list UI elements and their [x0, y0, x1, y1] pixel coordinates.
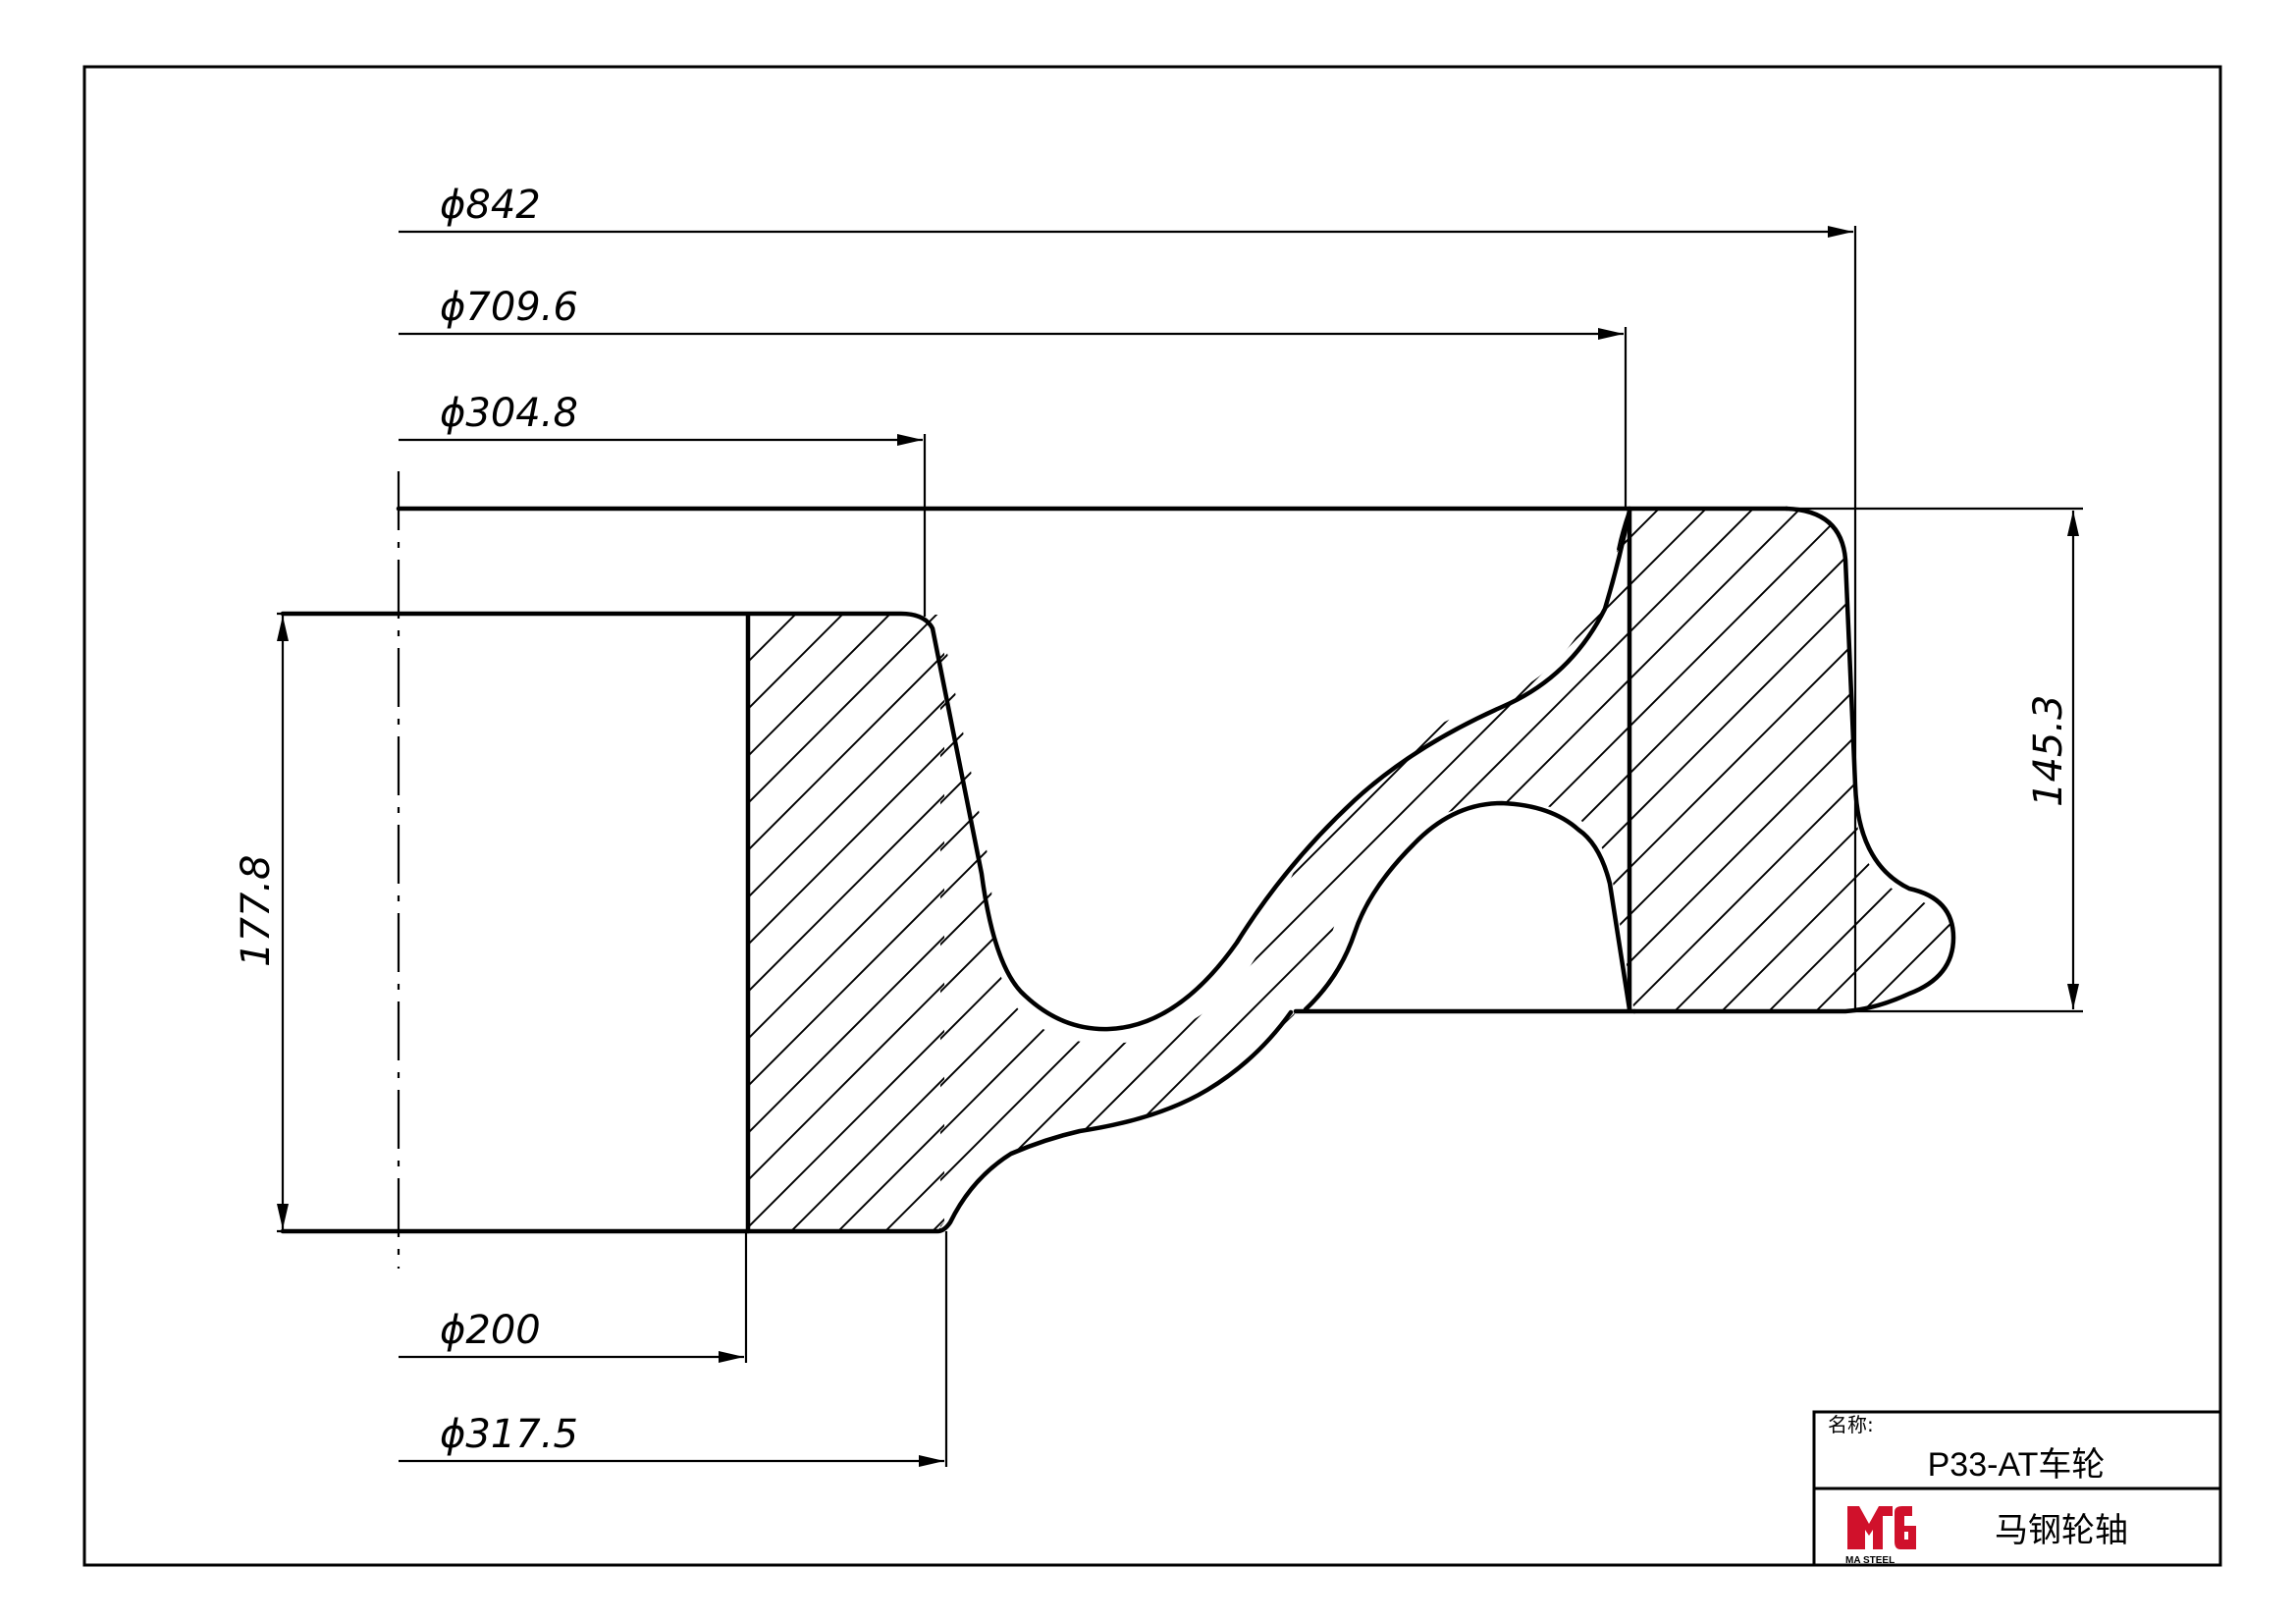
hatch-line [937, 511, 1018, 1231]
hatch-line [1331, 589, 1999, 1257]
hatch-line [748, 840, 944, 1041]
hatch-line [1143, 589, 1810, 1257]
hatch-line [748, 982, 944, 1182]
hatch-line [1947, 511, 1953, 1231]
hatch-line [1805, 511, 1953, 1231]
hatch-line [2183, 491, 2296, 1257]
hatch-line [937, 511, 1395, 1231]
hatch-line [937, 511, 1254, 1231]
hatch-line [2136, 491, 2296, 1257]
hatch-line [748, 746, 944, 947]
hatch-line [1852, 511, 1953, 1231]
hatch-line [1001, 589, 1669, 1257]
hatch-line [1899, 511, 1953, 1231]
hatch-line [937, 511, 1536, 1231]
dim-diameter-842: ϕ842 [440, 183, 541, 228]
hatch-line [937, 511, 1348, 1231]
hatch-line [1190, 589, 1857, 1257]
title-block-part-name: P33-AT车轮 [1928, 1446, 2106, 1484]
hatch-line [937, 511, 1206, 1231]
hatch-line [748, 615, 891, 758]
hub-hatching [59, 589, 2046, 1257]
dimension-lines [277, 226, 2083, 1467]
hatch-line [2089, 491, 2296, 1257]
dim-hub-length: 177.8 [234, 854, 279, 967]
svg-text:MA STEEL: MA STEEL [1845, 1555, 1895, 1566]
hatch-line [937, 511, 971, 1231]
dim-diameter-709-6: ϕ709.6 [440, 285, 578, 330]
hatch-line [1237, 589, 1904, 1257]
hatch-line [1758, 511, 1953, 1231]
hatch-line [2230, 491, 2296, 1257]
hatch-line [937, 511, 1678, 1231]
hatch-line [1240, 511, 1953, 1231]
title-block-name-label: 名称: [1828, 1413, 1874, 1436]
hatch-line [937, 511, 1442, 1231]
hatch-line [883, 1170, 944, 1231]
hatch-line [1381, 511, 1953, 1231]
hatch-line [1334, 511, 1953, 1231]
hatch-line [1146, 511, 1913, 1231]
hatch-line [748, 793, 944, 994]
dim-diameter-200: ϕ200 [440, 1308, 541, 1353]
title-block-company: 马钢轮轴 [1995, 1511, 2128, 1550]
hatch-line [937, 511, 1065, 1231]
dim-diameter-304-8: ϕ304.8 [440, 391, 578, 436]
hatch-line [748, 615, 938, 805]
hatch-line [748, 652, 944, 852]
hatch-line [937, 511, 1301, 1231]
hatch-line [1095, 589, 1763, 1257]
hatch-line [937, 511, 1112, 1231]
hatch-line [1664, 511, 1953, 1231]
hatch-line [937, 511, 1489, 1231]
hatch-line [1378, 589, 2046, 1257]
hatch-line [1287, 511, 1953, 1231]
hatch-line [1995, 491, 2296, 1257]
drawing-border [82, 65, 2222, 1567]
hatch-line [59, 589, 726, 1257]
hatch-line [1428, 511, 1953, 1231]
hatch-line [1711, 511, 1953, 1231]
hatch-line [1522, 511, 1953, 1231]
hatch-line [937, 511, 1630, 1231]
hatch-line [1193, 511, 1953, 1231]
hatch-line [836, 1123, 944, 1231]
hatch-line [1617, 511, 1953, 1231]
hatch-line [1098, 511, 1866, 1231]
dim-diameter-317-5: ϕ317.5 [440, 1412, 578, 1457]
hatch-line [1475, 511, 1953, 1231]
hatch-line [789, 1076, 944, 1231]
wheel-section-outline [280, 506, 1956, 1234]
title-block: 名称: P33-AT车轮 MA STEEL 马钢轮轴 [1812, 1410, 2222, 1567]
hatch-line [748, 888, 944, 1088]
hatch-line [2277, 491, 2296, 1257]
hatch-line [937, 511, 1583, 1231]
hatch-line [748, 615, 844, 711]
hatch-line [954, 589, 1622, 1257]
hatch-line [748, 1029, 944, 1229]
hatch-line [1570, 511, 1953, 1231]
hatch-line [748, 935, 944, 1135]
dim-rim-width: 145.3 [2026, 694, 2071, 807]
web-rim-hatching [937, 491, 2296, 1257]
hatch-line [748, 615, 750, 617]
hatch-line [748, 699, 944, 899]
hatch-line [1051, 511, 1819, 1231]
ma-steel-logo-icon: MA STEEL [1845, 1506, 1916, 1566]
hatch-line [2042, 491, 2296, 1257]
